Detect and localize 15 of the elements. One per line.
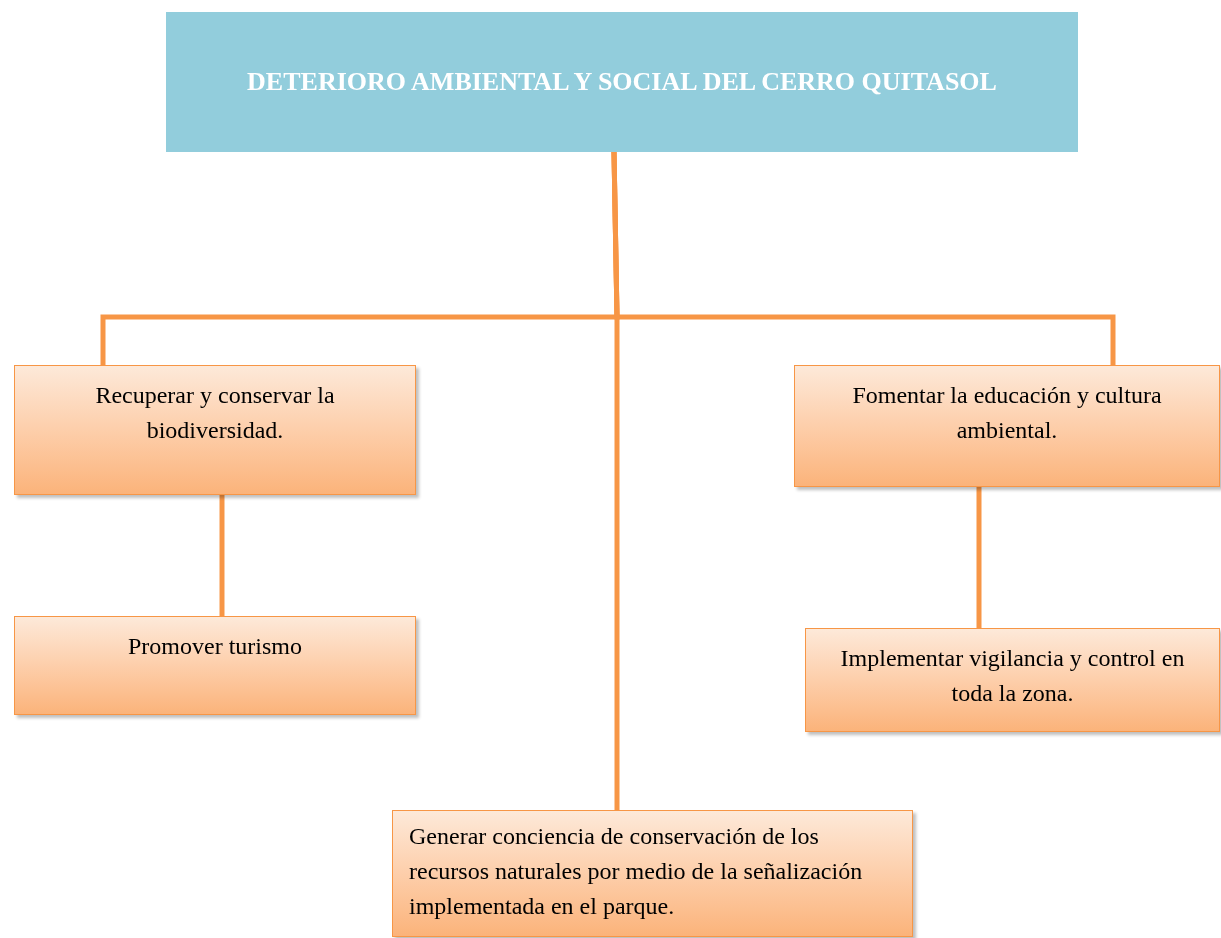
objective-text: Implementar vigilancia y control en toda la zona. — [839, 644, 1186, 708]
title-box — [166, 12, 1078, 152]
connector-line — [219, 495, 225, 616]
objective-text: Fomentar la educación y cultura ambiental. — [851, 381, 1163, 445]
objective-text: Promover turismo — [128, 632, 302, 661]
objective-box — [14, 365, 416, 495]
connector-line — [611, 151, 620, 810]
connector-line — [976, 487, 982, 628]
objective-box — [14, 616, 416, 715]
objective-box — [392, 810, 913, 937]
objective-text: Recuperar y conservar la biodiversidad. — [94, 381, 336, 445]
objective-text: Generar conciencia de conservación de los recursos naturales por medio de la señalización implementada en el parque. — [409, 822, 864, 921]
title-text: DETERIORO AMBIENTAL Y SOCIAL DEL CERRO QUITASOL — [247, 66, 997, 99]
objective-box — [805, 628, 1220, 732]
objective-box — [794, 365, 1220, 487]
